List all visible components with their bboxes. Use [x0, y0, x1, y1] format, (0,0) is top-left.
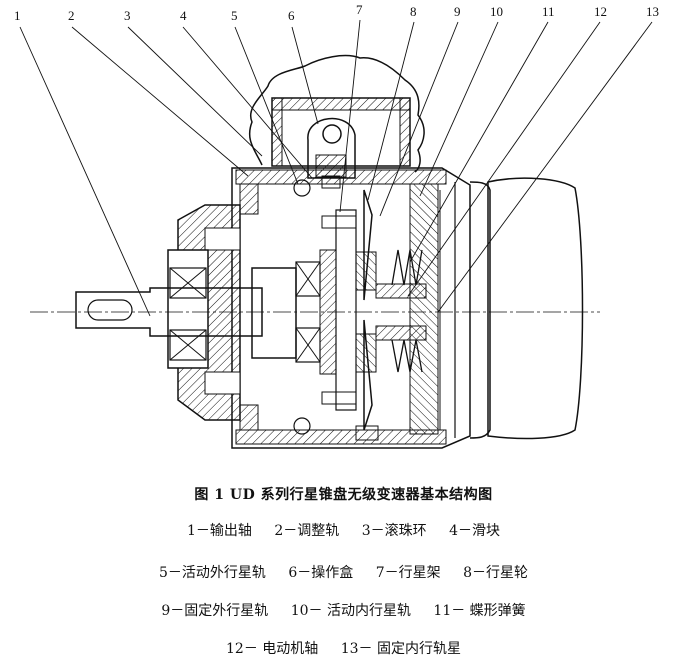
callout-12: 12 — [594, 4, 607, 19]
legend-item-10: 10－ 活动内行星轨 — [290, 603, 411, 619]
callout-13: 13 — [646, 4, 659, 19]
callout-4: 4 — [180, 8, 187, 23]
callout-10: 10 — [490, 4, 503, 19]
legend-item-4: 4－滑块 — [449, 523, 501, 539]
legend-item-7: 7－行星架 — [375, 565, 441, 581]
legend-item-1: 1－输出轴 — [186, 523, 252, 539]
legend-row-3: 9－固定外行星轨 10－ 活动内行星轨 11－ 蝶形弹簧 — [0, 600, 687, 620]
legend-item-6: 6－操作盒 — [288, 565, 354, 581]
legend-item-12: 12－ 电动机轴 — [226, 641, 319, 657]
callout-numbers: 1 2 3 4 5 6 7 8 9 10 11 12 13 — [14, 2, 659, 23]
callout-2: 2 — [68, 8, 75, 23]
motor-body — [439, 177, 584, 440]
planet-mechanism — [293, 179, 427, 441]
callout-3: 3 — [124, 8, 131, 23]
callout-11: 11 — [542, 4, 555, 19]
callout-6: 6 — [288, 8, 295, 23]
operating-box — [248, 54, 425, 189]
legend-row-4: 12－ 电动机轴 13－ 固定内行轨星 — [0, 638, 687, 658]
callout-5: 5 — [231, 8, 238, 23]
leader-lines — [19, 19, 653, 317]
figure-caption: 图 1 UD 系列行星锥盘无级变速器基本结构图 — [194, 487, 493, 503]
legend-item-2: 2－调整轨 — [274, 523, 340, 539]
legend-row-1: 1－输出轴 2－调整轨 3－滚珠环 4－滑块 — [0, 520, 687, 540]
legend-item-9: 9－固定外行星轨 — [161, 603, 269, 619]
mechanical-drawing: 1 2 3 4 5 6 7 8 9 10 11 12 13 — [14, 2, 659, 449]
callout-1: 1 — [14, 8, 21, 23]
output-flange — [167, 204, 241, 421]
legend-item-13: 13－ 固定内行轨星 — [340, 641, 461, 657]
legend-item-5: 5－活动外行星轨 — [158, 565, 266, 581]
legend-item-8: 8－行星轮 — [463, 565, 529, 581]
housing — [231, 167, 471, 449]
callout-8: 8 — [410, 4, 417, 19]
callout-7: 7 — [356, 2, 363, 17]
legend-item-11: 11－ 蝶形弹簧 — [433, 603, 526, 619]
legend-item-3: 3－滚珠环 — [361, 523, 427, 539]
callout-9: 9 — [454, 4, 461, 19]
legend-row-2: 5－活动外行星轨 6－操作盒 7－行星架 8－行星轮 — [0, 562, 687, 582]
